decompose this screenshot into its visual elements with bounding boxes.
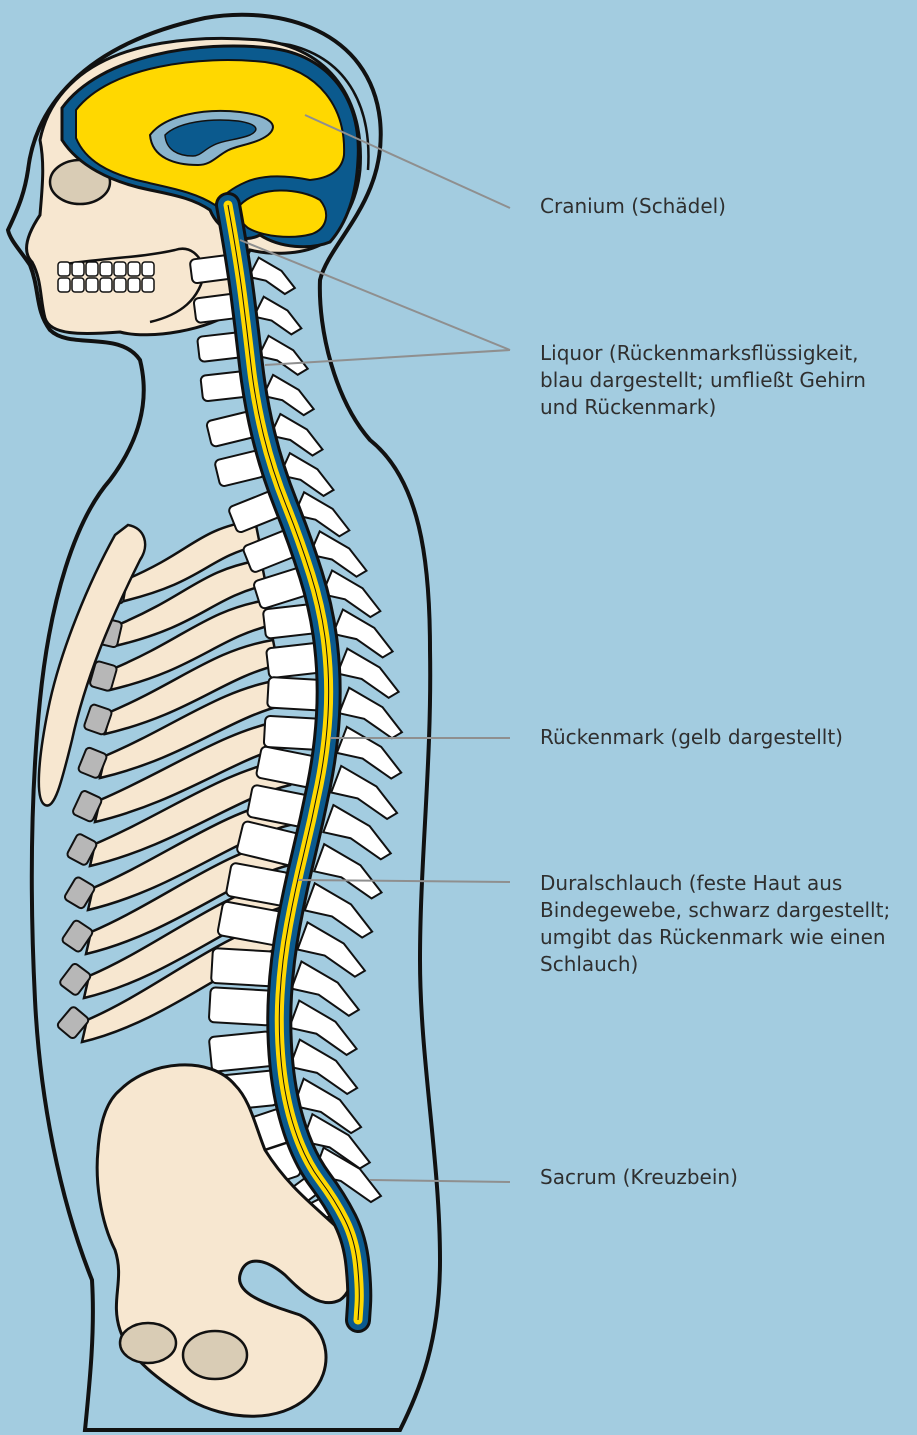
tooth <box>58 278 70 292</box>
tooth <box>100 278 112 292</box>
vertebra-body <box>209 987 272 1025</box>
obturator <box>120 1323 176 1363</box>
tooth <box>114 278 126 292</box>
label-spinal-cord: Rückenmark (gelb dargestellt) <box>540 724 912 751</box>
vertebra-body <box>209 1031 274 1072</box>
vertebra-body <box>211 948 274 986</box>
cerebellum <box>238 190 326 236</box>
vertebra-body <box>267 677 322 711</box>
tooth <box>114 262 126 276</box>
label-cranium: Cranium (Schädel) <box>540 193 912 220</box>
tooth <box>142 278 154 292</box>
tooth <box>58 262 70 276</box>
tooth <box>86 278 98 292</box>
tooth <box>100 262 112 276</box>
label-sacrum: Sacrum (Kreuzbein) <box>540 1164 912 1191</box>
tooth <box>72 278 84 292</box>
tooth <box>142 262 154 276</box>
hip-socket <box>183 1331 247 1379</box>
tooth <box>86 262 98 276</box>
tooth <box>72 262 84 276</box>
vertebra-body <box>266 643 321 679</box>
label-liquor: Liquor (Rückenmarksflüssigkeit, blau dar… <box>540 340 900 421</box>
tooth <box>128 278 140 292</box>
label-dural-sac: Duralschlauch (feste Haut aus Bindegeweb… <box>540 870 912 978</box>
tooth <box>128 262 140 276</box>
vertebra-body <box>264 716 320 750</box>
